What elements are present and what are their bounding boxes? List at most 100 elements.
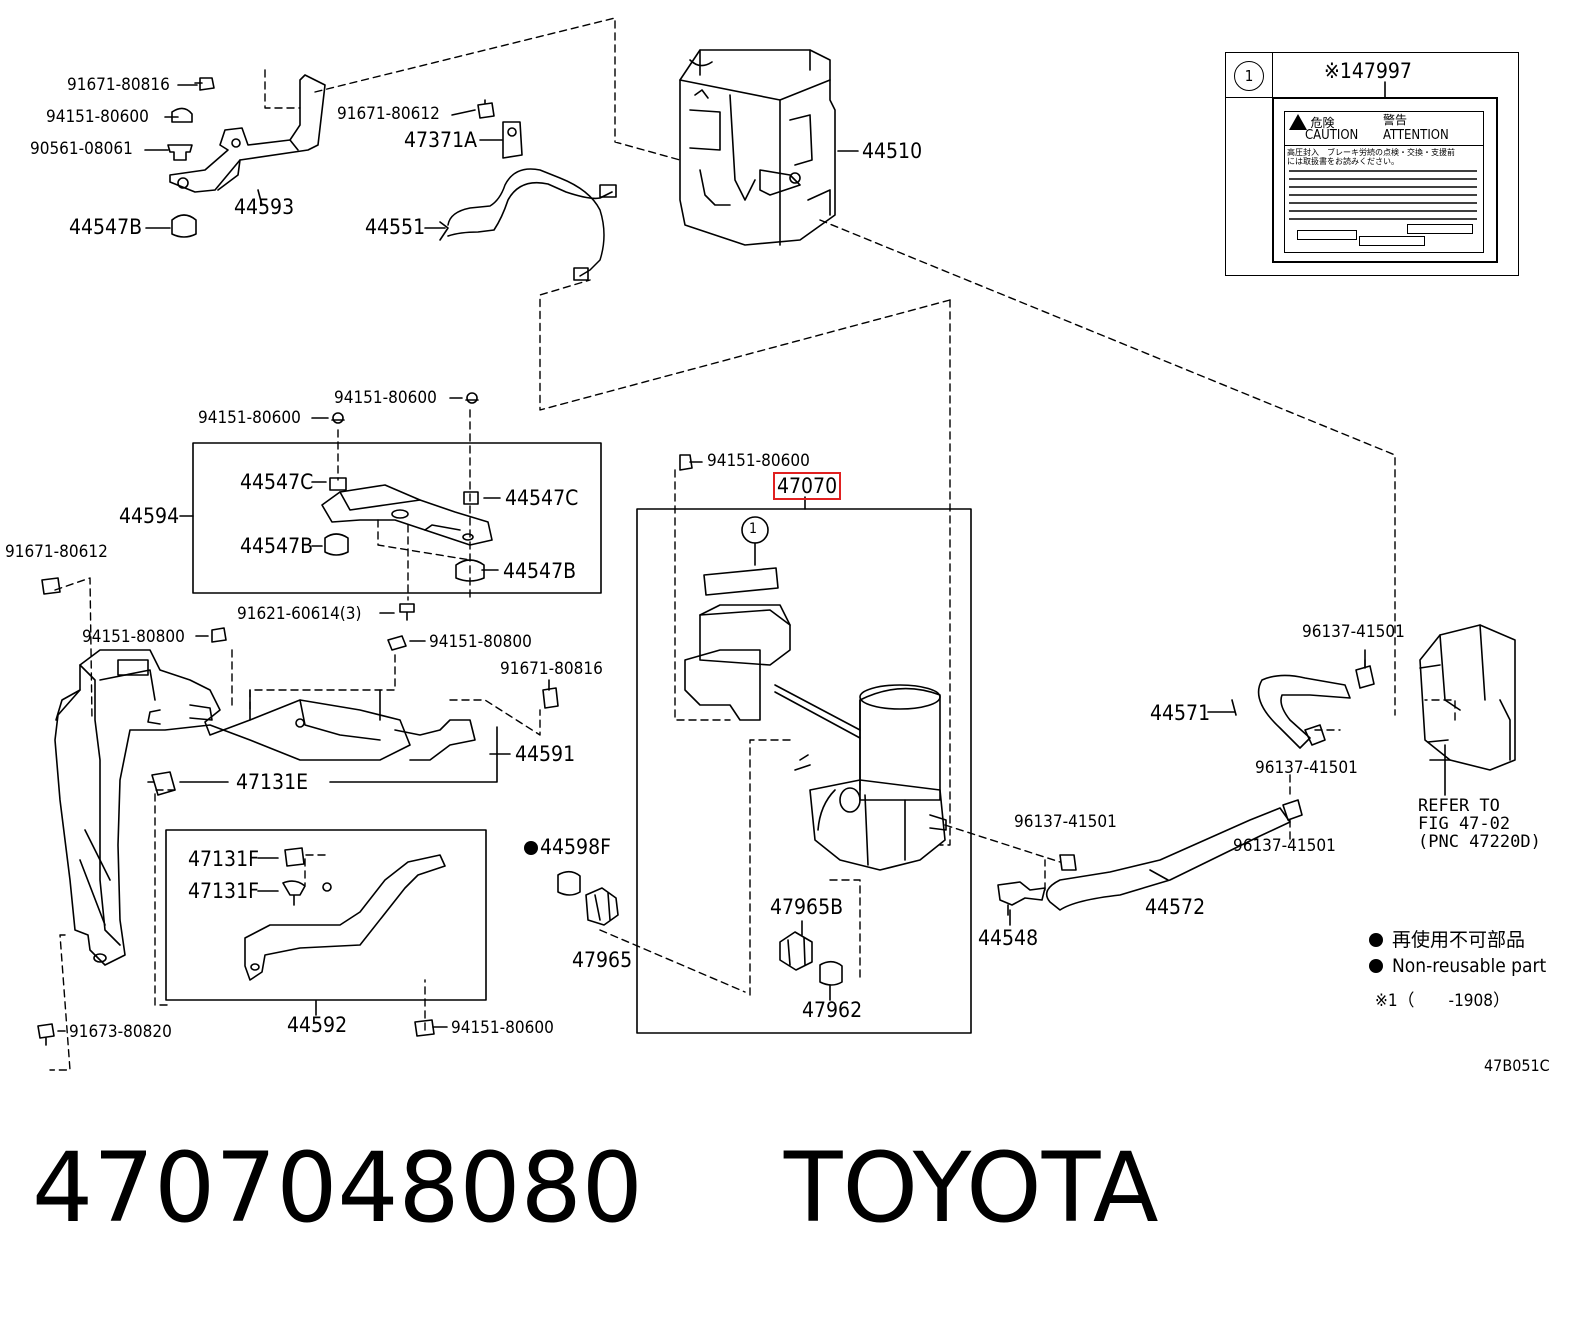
clip-44548 [997,881,1046,906]
dashed-assembly-lines [49,17,1456,1071]
circle-ref-icon: 1 [1234,61,1264,91]
part-label: 44510 [862,139,923,163]
part-label: 44592 [287,1013,348,1037]
caution-text: CAUTION [1305,128,1359,143]
part-label: 91671-80612 [5,542,108,562]
frame-bracket [54,649,476,966]
pump-47070 [679,454,947,871]
bracket-44593 [169,74,326,193]
caution-jp-text-2: には取扱書をお読みください。 [1287,157,1399,166]
part-label: 91671-80612 [337,104,440,124]
caption-brand: TOYOTA [783,1132,1159,1244]
part-label: 47965B [770,895,844,919]
part-label: 47131E [236,770,309,794]
highlight-box: 47070 [773,472,842,500]
part-label: 44591 [515,742,576,766]
part-label: 47962 [802,998,863,1022]
part-label: 94151-80600 [198,408,301,428]
barcode-block [1297,230,1357,240]
bolt-91671-80816 [194,77,215,91]
attention-text: ATTENTION [1383,128,1449,143]
part-label: 44547C [240,470,314,494]
bracket-44592 [244,854,446,981]
hose-44571 [1257,674,1351,749]
group-box-47070 [636,508,972,1034]
parts-diagram [37,17,1516,1071]
warning-triangle-icon [1289,114,1307,130]
group-box-44592 [165,829,487,1001]
circle-ref-label: 1 [749,521,758,537]
cushion-47965 [585,887,619,926]
refer-line-1: REFER TO [1418,796,1500,816]
part-label: 47131F [188,879,259,903]
cushion-47965B [779,931,813,971]
part-label: 94151-80600 [46,107,149,127]
hose-44572 [1045,807,1291,911]
part-label: 94151-80600 [334,388,437,408]
part-label: 94151-80600 [451,1018,554,1038]
part-label: 91673-80820 [69,1022,172,1042]
part-label: 44547B [240,534,314,558]
part-label: 90561-08061 [30,139,133,159]
part-label: 96137-41501 [1233,836,1336,856]
part-label: 96137-41501 [1302,622,1405,642]
part-label: 91671-80816 [67,75,170,95]
warning-jp: 警告 [1383,113,1408,127]
legend-note: ※1（ -1908） [1375,991,1510,1011]
legend-en: Non-reusable part [1392,955,1547,977]
caution-label-card: 1 ※147997 危険 警告 CAUTION ATTENTION 高圧封入 ブ… [1225,52,1519,276]
part-label: 44572 [1145,895,1206,919]
cushion-44547B [171,214,197,238]
barcode-block [1359,236,1425,246]
part-label-highlighted[interactable]: 47070 [773,472,842,500]
legend-jp: 再使用不可部品 [1392,929,1526,951]
part-label: 96137-41501 [1255,758,1358,778]
label-part-number: ※147997 [1324,59,1412,83]
part-label: 44547C [505,486,579,510]
clamp-47371A [502,121,523,159]
divider [1285,145,1483,146]
nonreusable-dot-44598F [524,841,538,855]
grommet-90561-08061 [167,144,193,161]
caution-heading: 危険 [1289,114,1334,130]
part-label: 44547B [69,215,143,239]
nonreusable-dot-legend [1369,933,1383,947]
refer-line-2: FIG 47-02 [1418,814,1511,834]
part-label: 44593 [234,195,295,219]
part-label: 94151-80800 [429,632,532,652]
part-label: 44598F [540,835,611,859]
actuator-44510 [679,49,836,246]
part-label: 44547B [503,559,577,583]
part-label: 94151-80800 [82,627,185,647]
circle-ref-box [1226,53,1273,98]
refer-to-note: REFER TO FIG 47-02 (PNC 47220D) [1418,797,1541,851]
part-label: 47371A [404,128,478,152]
bolt-91671-80612 [477,99,495,119]
part-label: 96137-41501 [1014,812,1117,832]
caution-jp: 危険 [1310,116,1335,130]
part-caption: 4707048080 TOYOTA [32,1140,1159,1236]
caution-sticker: 危険 警告 CAUTION ATTENTION 高圧封入 ブレーキ労続の点検・交… [1272,97,1498,263]
grommet-44598F [557,870,581,896]
caution-panel: 危険 警告 CAUTION ATTENTION 高圧封入 ブレーキ労続の点検・交… [1284,111,1484,253]
part-label: 94151-80600 [707,451,810,471]
fine-print-lines [1289,170,1477,222]
part-label: 47131F [188,847,259,871]
bracket-44594 [321,484,493,546]
refer-line-3: (PNC 47220D) [1418,832,1541,852]
caption-part-number: 4707048080 [32,1132,643,1244]
nut-94151-80600 [171,107,193,123]
cushion-47962 [819,960,843,986]
part-label: 44571 [1150,701,1211,725]
part-label: 44548 [978,926,1039,950]
caution-jp-text-1: 高圧封入 ブレーキ労続の点検・交換・支援前 [1287,148,1455,157]
part-label: 47965 [572,948,633,972]
part-label: 91671-80816 [500,659,603,679]
part-label: 44551 [365,215,426,239]
part-label: 44594 [119,504,180,528]
part-label: 91621-60614(3) [237,604,362,624]
diagram-code: 47B051C [1484,1056,1550,1075]
pipe-44551 [447,168,605,277]
barcode-block [1407,224,1473,234]
group-box-44594 [192,442,602,594]
